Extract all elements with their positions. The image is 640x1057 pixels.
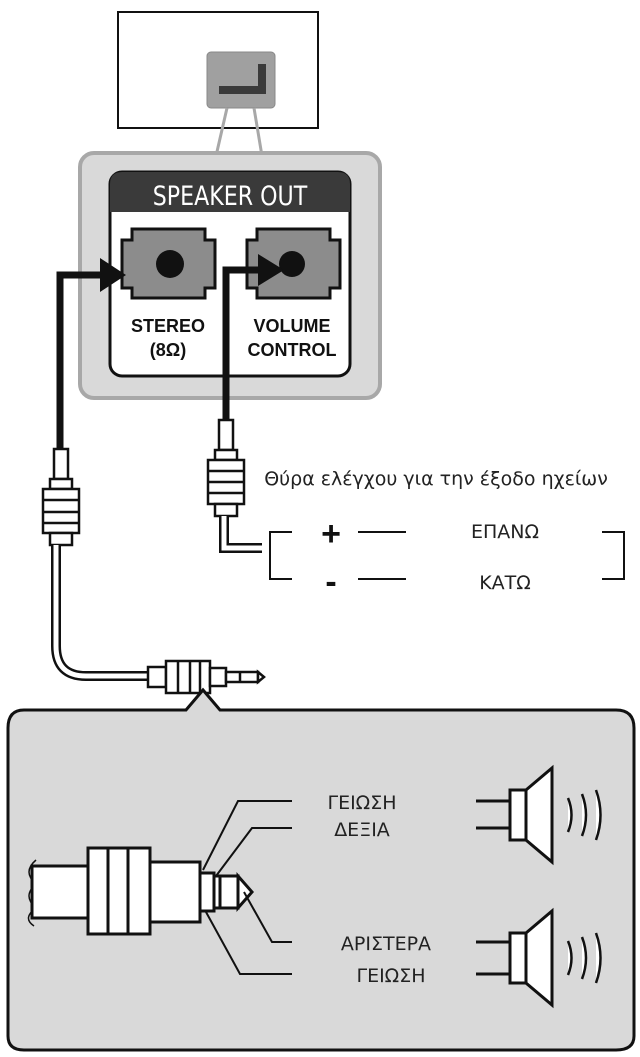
right-bracket: [602, 531, 625, 580]
ground-bottom-label: ΓΕΙΩΣΗ: [356, 965, 425, 987]
left-bracket: [269, 531, 292, 580]
volume-cable: [206, 254, 284, 553]
plug-detail-box: ΓΕΙΩΣΗ ΔΕΞΙΑ ΑΡΙΣΤΕΡΑ ΓΕΙΩΣΗ: [6, 687, 636, 1052]
stereo-impedance-label: (8Ω): [150, 340, 186, 360]
volume-plug-connector: [206, 418, 246, 518]
volume-control-detail: Θύρα ελέγχου για την έξοδο ηχείων + ΕΠΑΝ…: [264, 468, 625, 601]
control-port-caption: Θύρα ελέγχου για την έξοδο ηχείων: [264, 468, 608, 490]
volume-arrow-icon: [258, 254, 284, 286]
volume-control-jack[interactable]: [245, 227, 342, 300]
ground-top-label: ΓΕΙΩΣΗ: [327, 792, 396, 814]
speaker-bottom-icon: [476, 907, 602, 1009]
up-label: ΕΠΑΝΩ: [471, 521, 539, 543]
down-label: ΚΑΤΩ: [479, 572, 531, 594]
plus-sign: +: [321, 515, 341, 553]
minus-sign: -: [325, 563, 336, 601]
left-channel-label: ΑΡΙΣΤΕΡΑ: [341, 933, 431, 955]
contact-leader-lines: [202, 800, 292, 975]
control-label: CONTROL: [248, 340, 337, 360]
stereo-cable: [41, 258, 266, 695]
speaker-out-panel: SPEAKER OUT STEREO (8Ω) VOLUME CONTROL: [78, 151, 382, 400]
right-channel-label: ΔΕΞΙΑ: [334, 819, 390, 841]
cable-break-icon: [27, 859, 38, 927]
device-unit: [117, 11, 319, 129]
zoom-callout: [214, 107, 264, 157]
stereo-arrow-icon: [100, 258, 126, 292]
port-symbol-icon: [219, 64, 266, 94]
panel-title: SPEAKER OUT: [153, 180, 308, 212]
speaker-top-icon: [476, 764, 602, 866]
volume-label: VOLUME: [253, 316, 330, 336]
panel-header: [110, 172, 350, 212]
zoomed-plug: [30, 846, 254, 936]
stereo-label: STEREO: [131, 316, 205, 336]
stereo-jack[interactable]: [120, 227, 217, 300]
stereo-plug-connector: [41, 447, 81, 547]
stereo-plug-end: [146, 659, 266, 695]
